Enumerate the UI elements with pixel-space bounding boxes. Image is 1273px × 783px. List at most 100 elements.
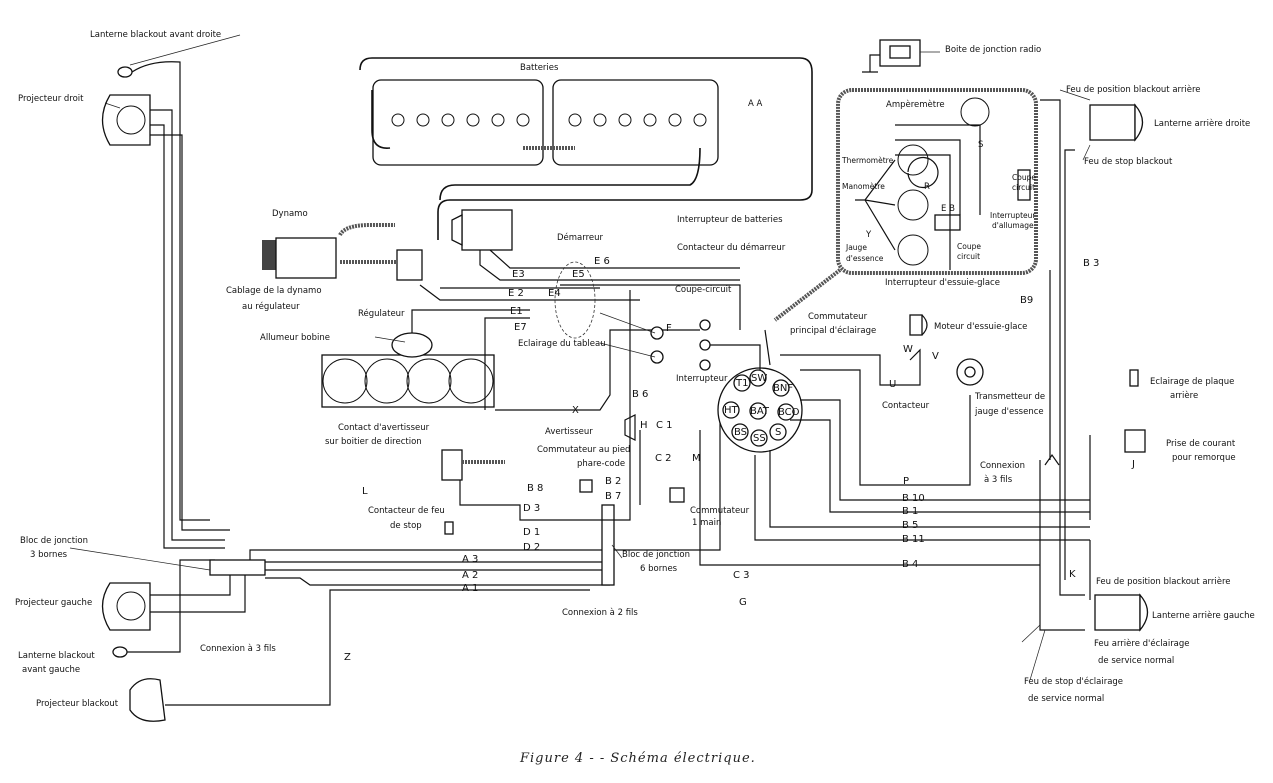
junction-block-3: [209, 559, 266, 576]
label-coupe-circuit-b: Coupe: [957, 242, 981, 251]
foot-dimmer-switch: [579, 479, 593, 493]
horn: [624, 414, 636, 441]
label-prise-remorque: Prise de courant: [1166, 439, 1236, 449]
label-a3: A 3: [462, 554, 478, 565]
label-moteur-essuie-glace: Moteur d'essuie-glace: [934, 322, 1027, 332]
labels: Lanterne blackout avant droite Projecteu…: [15, 30, 1255, 766]
label-e6: E 6: [594, 256, 610, 267]
wiper-motor: [879, 314, 928, 386]
label-coupe-circuit-b-2: circuit: [957, 252, 980, 261]
label-transmetteur-2: jauge d'essence: [974, 407, 1044, 417]
label-g: G: [739, 597, 747, 608]
label-connexion-2-fils: Connexion à 2 fils: [562, 608, 638, 618]
label-batteries: Batteries: [520, 63, 559, 73]
label-eclairage-plaque-2: arrière: [1170, 390, 1198, 401]
fuel-gauge-transmitter: [956, 358, 984, 386]
dashboard-lights: [650, 319, 711, 371]
three-wire-connector: [1044, 453, 1060, 466]
label-d3: D 3: [523, 503, 540, 514]
label-w: W: [903, 344, 913, 355]
label-contact-avertisseur-2: sur boitier de direction: [325, 437, 422, 447]
terminal-t1: T1: [735, 378, 748, 389]
label-jauge-essence-2: d'essence: [846, 254, 884, 263]
junction-block-6: [601, 504, 615, 586]
label-d1: D 1: [523, 527, 540, 538]
label-feu-position-blackout-arriere-droit: Feu de position blackout arrière: [1066, 84, 1201, 95]
label-s: S: [978, 140, 983, 150]
right-rear-lamp: [1089, 103, 1144, 142]
label-connexion-3-fils-r-2: à 3 fils: [984, 475, 1013, 485]
instrument-panel: [773, 88, 1038, 322]
dynamo: [262, 223, 423, 281]
terminal-bat: BAT: [750, 406, 770, 417]
label-b5: B 5: [902, 520, 918, 531]
label-p: P: [903, 476, 909, 487]
label-interrupteur-allumage-2: d'allumage: [992, 221, 1034, 230]
label-contacteur-demarreur: Contacteur du démarreur: [677, 242, 786, 253]
label-contacteur: Contacteur: [882, 401, 930, 411]
engine-cylinders: [321, 309, 530, 408]
label-b7: B 7: [605, 491, 621, 502]
label-cablage-dynamo: Cablage de la dynamo: [226, 286, 322, 296]
label-e5: E5: [572, 269, 585, 280]
one-hand-switch: [669, 487, 685, 503]
label-b9: B9: [1020, 295, 1033, 306]
left-rear-lamp: [1094, 593, 1149, 632]
label-feu-stop-blackout: Feu de stop blackout: [1084, 157, 1173, 167]
label-l: L: [362, 486, 368, 497]
horn-contact: [441, 449, 505, 481]
label-b2: B 2: [605, 476, 621, 487]
label-b10: B 10: [902, 493, 925, 504]
label-f: F: [666, 323, 672, 334]
label-interrupteur-allumage: Interrupteur: [990, 211, 1036, 220]
label-lanterne-blackout-gauche-2: avant gauche: [22, 665, 80, 675]
label-contact-avertisseur: Contact d'avertisseur: [338, 423, 430, 433]
label-transmetteur: Transmetteur de: [974, 392, 1045, 402]
label-c3: C 3: [733, 570, 750, 581]
label-b3: B 3: [1083, 258, 1099, 269]
rear-harness: [1039, 99, 1091, 631]
label-demarreur: Démarreur: [557, 232, 604, 243]
left-headlight: [101, 559, 590, 722]
terminal-ht: HT: [724, 405, 739, 416]
label-k: K: [1069, 569, 1076, 580]
label-projecteur-blackout: Projecteur blackout: [36, 699, 119, 709]
label-commutateur-main: Commutateur: [690, 506, 750, 516]
label-a2: A 2: [462, 570, 478, 581]
label-feu-stop-service-2: de service normal: [1028, 694, 1104, 704]
label-eclairage-plaque: Eclairage de plaque: [1150, 377, 1234, 387]
label-contacteur-stop: Contacteur de feu: [368, 506, 445, 516]
label-b11: B 11: [902, 534, 925, 545]
label-feu-position-blackout-arriere-gauche: Feu de position blackout arrière: [1096, 576, 1231, 587]
label-e1: E1: [510, 306, 523, 317]
label-prise-remorque-2: pour remorque: [1172, 453, 1236, 463]
label-bloc-3-bornes-2: 3 bornes: [30, 550, 68, 560]
label-thermometre: Thermomètre: [841, 156, 894, 165]
label-feu-arriere-service: Feu arrière d'éclairage: [1094, 638, 1190, 649]
label-feu-arriere-service-2: de service normal: [1098, 656, 1174, 666]
label-u: U: [889, 379, 896, 390]
switch-terminals: T1 SW BNF HT BAT BCO BS SS S: [722, 369, 800, 447]
label-commutateur-principal-2: principal d'éclairage: [790, 325, 876, 336]
label-x: X: [572, 405, 579, 416]
terminal-bco: BCO: [778, 407, 800, 418]
label-m: M: [692, 453, 701, 464]
label-commutateur-principal: Commutateur: [808, 312, 868, 322]
stop-light-switch: [444, 521, 454, 535]
terminal-ss: SS: [753, 433, 766, 444]
terminal-bnf: BNF: [773, 383, 793, 394]
label-interrupteur: Interrupteur: [676, 374, 728, 384]
label-commutateur-pied: Commutateur au pied: [537, 445, 630, 455]
label-e2: E 2: [508, 288, 524, 299]
label-b4: B 4: [902, 559, 918, 570]
label-bloc-3-bornes: Bloc de jonction: [20, 536, 88, 546]
label-lanterne-arriere-gauche: Lanterne arrière gauche: [1152, 610, 1255, 621]
label-interrupteur-essuie-glace: Interrupteur d'essuie-glace: [885, 278, 1000, 288]
label-projecteur-droit: Projecteur droit: [18, 94, 84, 104]
label-b8: B 8: [527, 483, 543, 494]
label-bloc-6-bornes: Bloc de jonction: [622, 550, 690, 560]
label-a1: A 1: [462, 583, 478, 594]
batteries: [359, 57, 813, 240]
label-e4: E4: [548, 288, 561, 299]
wiring-e: [419, 284, 741, 521]
